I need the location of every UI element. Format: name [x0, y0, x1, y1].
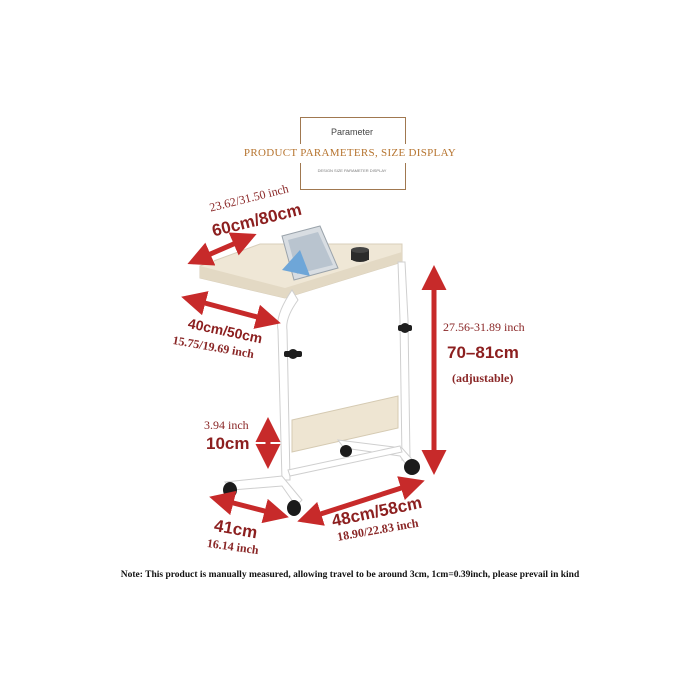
table-frame	[223, 261, 419, 507]
depth-arrow	[181, 291, 281, 329]
length-arrow	[297, 476, 425, 526]
width-arrow	[187, 232, 257, 266]
base-width-arrow	[209, 490, 289, 524]
tablet-icon	[281, 225, 339, 281]
parameter-title: Parameter	[330, 127, 374, 137]
shelf-cm-label: 10cm	[206, 434, 250, 453]
mug-icon	[351, 247, 369, 262]
height-cm-label: 70–81cm	[447, 343, 519, 362]
size-display-subtitle: PRODUCT PARAMETERS, SIZE DISPLAY	[243, 147, 457, 159]
height-adjustable-label: (adjustable)	[452, 371, 514, 385]
measurement-note: Note: This product is manually measured,…	[120, 570, 580, 580]
adjustment-knob	[284, 323, 412, 359]
parameter-header-frame	[300, 117, 406, 190]
adjustable-text: adjustable	[456, 371, 510, 385]
height-inch-label: 27.56-31.89 inch	[443, 320, 525, 334]
header-tiny-text: DESIGN SIZE PARAMETER DISPLAY	[317, 168, 387, 173]
shelf-inch-label: 3.94 inch	[204, 418, 249, 432]
